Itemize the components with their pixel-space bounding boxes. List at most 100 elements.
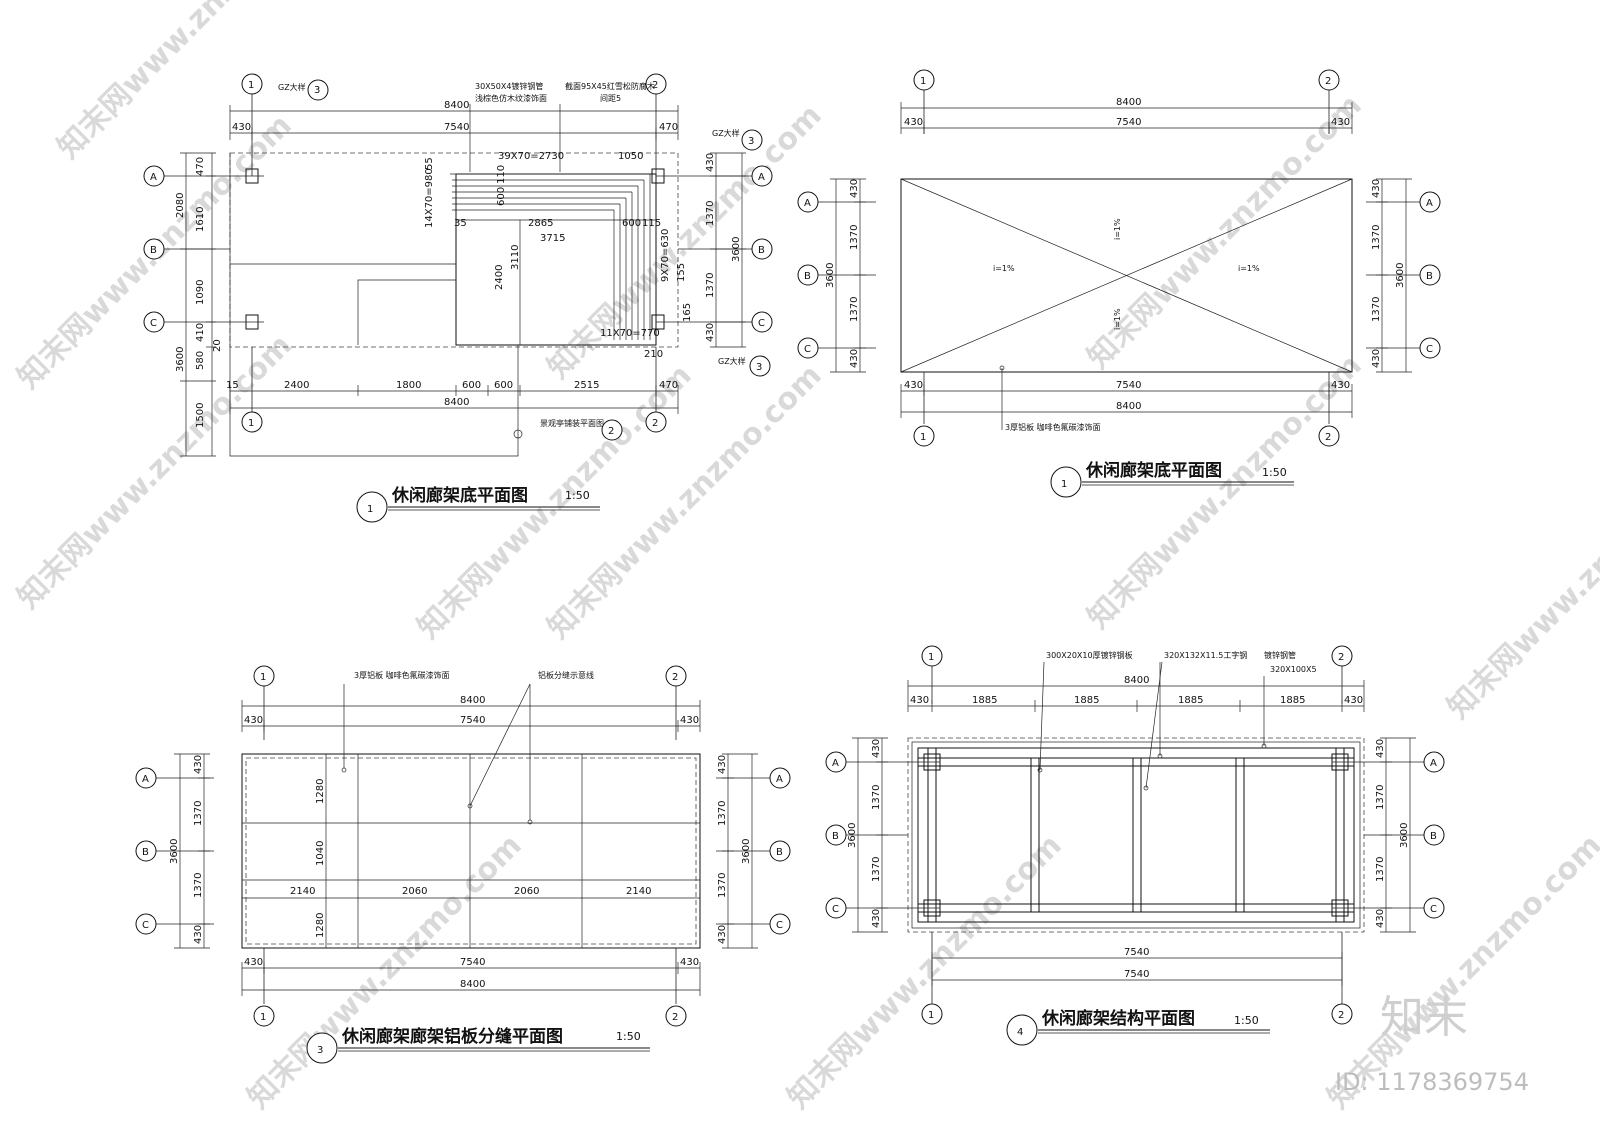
dim-600b: 600 xyxy=(622,218,641,229)
watermark-text: 知末网www.znzmo.com xyxy=(241,828,529,1116)
dim-14x70: 14X70=980 xyxy=(424,168,435,228)
dim-p3-1040: 1040 xyxy=(315,841,326,866)
dim-b-1800: 1800 xyxy=(396,380,421,391)
dim-b-600b: 600 xyxy=(494,380,513,391)
dim-v-1610: 1610 xyxy=(195,207,206,232)
p2-axis-A: A xyxy=(804,198,811,209)
dim-p3-v1370b: 1370 xyxy=(193,873,204,898)
dim-v-1090: 1090 xyxy=(195,280,206,305)
dim-p4-7540a: 7540 xyxy=(1124,947,1149,958)
dim-p4-bay4: 1885 xyxy=(1280,695,1305,706)
dim-p4-total: 8400 xyxy=(1124,675,1149,686)
dim-p3-2060b: 2060 xyxy=(514,886,539,897)
p4-axis-A-r: A xyxy=(1430,758,1437,769)
p4-axis-A: A xyxy=(832,758,839,769)
dim-p2-v1370: 1370 xyxy=(849,225,860,250)
dim-p2-rv430b: 430 xyxy=(1371,349,1382,368)
dim-55: 55 xyxy=(424,157,435,170)
dim-v-2080: 2080 xyxy=(175,193,186,218)
dim-p3-2140b: 2140 xyxy=(626,886,651,897)
axis-2-label-bottom: 2 xyxy=(652,418,658,429)
p4-axis-B-r: B xyxy=(1430,831,1437,842)
dim-p3-v430: 430 xyxy=(193,755,204,774)
p3-axis-A-r: A xyxy=(776,774,783,785)
plan-1-ceiling-plan: 8400 430 7540 470 1 2 GZ大样 3 30X50X4镀锌钢管… xyxy=(143,73,773,523)
dim-1050: 1050 xyxy=(618,151,643,162)
p4-note-pipe-size: 320X100X5 xyxy=(1270,665,1317,674)
axis-A-label-right: A xyxy=(758,172,765,183)
detail-ref-3: 3 xyxy=(314,85,320,96)
dim-right-edge: 470 xyxy=(659,122,678,133)
dim-3715: 3715 xyxy=(540,233,565,244)
plan-4-structure-plan: 1 2 300X20X10厚镀锌钢板 320X132X11.5工字钢 镀锌钢管 … xyxy=(825,645,1445,1046)
plan-1-title: 休闲廊架底平面图 xyxy=(391,485,528,506)
dim-b-2515: 2515 xyxy=(574,380,599,391)
dim-2400: 2400 xyxy=(494,265,505,290)
dim-p3-430-bot-r: 430 xyxy=(680,957,699,968)
dim-p2-total-bot: 8400 xyxy=(1116,401,1141,412)
p4-axis-1-bot: 1 xyxy=(928,1010,934,1021)
detail-ref-3-bottom: 3 xyxy=(756,362,762,373)
dim-p3-1280b: 1280 xyxy=(315,913,326,938)
dim-p4-bay3: 1885 xyxy=(1178,695,1203,706)
plan-4-title: 休闲廊架结构平面图 xyxy=(1041,1008,1195,1029)
dim-rv-1370b: 1370 xyxy=(705,273,716,298)
p4-axis-C: C xyxy=(832,904,839,915)
detail-ref-3-right: 3 xyxy=(748,136,754,147)
p4-axis-2-bot: 2 xyxy=(1338,1010,1344,1021)
p4-axis-B: B xyxy=(832,831,839,842)
p2-axis-A-r: A xyxy=(1426,198,1433,209)
p2-note-aluminum: 3厚铝板 咖啡色氟碳漆饰面 xyxy=(1005,422,1101,432)
dim-total-width: 8400 xyxy=(444,100,469,111)
axis-B-label: B xyxy=(150,245,157,256)
dim-p4-rv1370: 1370 xyxy=(1375,785,1386,810)
dim-115: 115 xyxy=(642,218,661,229)
p2-axis-2-top: 2 xyxy=(1325,76,1331,87)
dim-p2-v1370b: 1370 xyxy=(849,297,860,322)
dim-p2-rv430: 430 xyxy=(1371,179,1382,198)
dim-v-20: 20 xyxy=(212,339,223,352)
p4-note-steel-pipe: 镀锌钢管 xyxy=(1264,650,1296,660)
dim-p4-rv430b: 430 xyxy=(1375,909,1386,928)
plan-2-roof-slope-plan: 8400 430 7540 430 1 2 i=1% i=1% i=1% i=1… xyxy=(797,69,1441,498)
note-gz-detail: GZ大样 xyxy=(278,82,306,92)
drawing-id: ID: 1178369754 xyxy=(1335,1068,1529,1096)
p2-axis-1-top: 1 xyxy=(920,76,926,87)
dim-p2-7540-bot: 7540 xyxy=(1116,380,1141,391)
note-timber: 截面95X45红雪松防腐木 xyxy=(565,81,655,91)
dim-b-total: 8400 xyxy=(444,397,469,408)
plan-2-title: 休闲廊架底平面图 xyxy=(1085,460,1222,481)
dim-p4-rv1370b: 1370 xyxy=(1375,857,1386,882)
p3-axis-2-top: 2 xyxy=(672,672,678,683)
dim-p2-total-top: 8400 xyxy=(1116,97,1141,108)
dim-p2-430-top: 430 xyxy=(904,117,923,128)
dim-p4-7540b: 7540 xyxy=(1124,969,1149,980)
dim-rv-430: 430 xyxy=(705,153,716,172)
dim-inner-span: 7540 xyxy=(444,122,469,133)
dim-11x70: 11X70=770 xyxy=(600,328,660,339)
dim-p2-7540-top: 7540 xyxy=(1116,117,1141,128)
p2-axis-B-r: B xyxy=(1426,271,1433,282)
dim-p3-2140: 2140 xyxy=(290,886,315,897)
dim-p2-rv1370b: 1370 xyxy=(1371,297,1382,322)
axis-2-label: 2 xyxy=(652,80,658,91)
dim-p2-430-bot: 430 xyxy=(904,380,923,391)
detail-ref-2: 2 xyxy=(608,426,614,437)
axis-C-label: C xyxy=(150,318,157,329)
plan-2-badge: 1 xyxy=(1061,479,1067,490)
p4-axis-1-top: 1 xyxy=(928,652,934,663)
plan-3-badge: 3 xyxy=(317,1045,323,1056)
dim-p4-v1370: 1370 xyxy=(871,785,882,810)
note-paving-ref: 景观亭铺装平面图 xyxy=(540,418,604,428)
p3-note-aluminum: 3厚铝板 咖啡色氟碳漆饰面 xyxy=(354,670,450,680)
dim-v-410: 410 xyxy=(195,323,206,342)
axis-1-label: 1 xyxy=(248,80,254,91)
dim-b-15: 15 xyxy=(226,380,239,391)
plan-4-scale: 1:50 xyxy=(1234,1014,1259,1027)
dim-v-580: 580 xyxy=(195,351,206,370)
p2-axis-B: B xyxy=(804,271,811,282)
p2-axis-1-bot: 1 xyxy=(920,432,926,443)
plan-3-title: 休闲廊架廊架铝板分缝平面图 xyxy=(341,1026,563,1047)
p2-axis-2-bot: 2 xyxy=(1325,432,1331,443)
